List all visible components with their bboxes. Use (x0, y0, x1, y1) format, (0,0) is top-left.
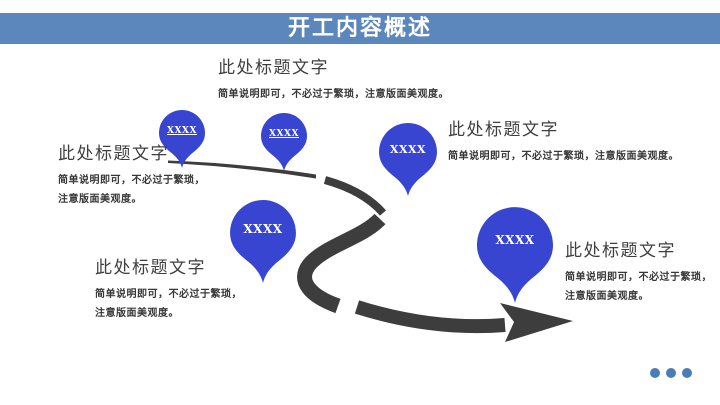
description-line: 简单说明即可，不必过于繁琐， (58, 175, 205, 186)
description-line: 简单说明即可，不必过于繁琐，注意版面美观度。 (448, 151, 679, 162)
description-line: 注意版面美观度。 (565, 291, 649, 302)
map-pin-icon (230, 200, 296, 283)
description-line: 注意版面美观度。 (58, 194, 142, 205)
map-pin-icon (159, 110, 205, 168)
description-line: 简单说明即可，不必过于繁琐， (95, 289, 242, 300)
dot-icon (682, 368, 692, 378)
pin-label: XXXX (495, 232, 535, 247)
pin-label: XXXX (389, 142, 427, 156)
text-block-left: 此处标题文字 简单说明即可，不必过于繁琐， 注意版面美观度。 (58, 144, 205, 209)
dot-icon (666, 368, 676, 378)
text-block-bottom-left: 此处标题文字 简单说明即可，不必过于繁琐， 注意版面美观度。 (95, 258, 242, 323)
map-pin-3: XXXX (379, 123, 437, 196)
block-title: 此处标题文字 (448, 120, 559, 140)
map-pin-1: XXXX (159, 110, 205, 168)
block-description: 简单说明即可，不必过于繁琐， 注意版面美观度。 (58, 171, 205, 209)
dot-icon (650, 368, 660, 378)
text-block-top: 此处标题文字 简单说明即可，不必过于繁琐，注意版面美观度。 (218, 58, 449, 104)
block-title: 此处标题文字 (95, 258, 206, 278)
footer-dots (650, 368, 692, 378)
block-description: 简单说明即可，不必过于繁琐，注意版面美观度。 (448, 147, 679, 166)
map-pin-2: XXXX (261, 113, 307, 171)
pin-label: XXXX (167, 125, 197, 136)
block-description: 简单说明即可，不必过于繁琐， 注意版面美观度。 (565, 268, 712, 306)
block-title: 此处标题文字 (58, 144, 169, 164)
description-line: 简单说明即可，不必过于繁琐，注意版面美观度。 (218, 89, 449, 100)
map-pin-icon (379, 123, 437, 196)
block-title: 此处标题文字 (565, 241, 676, 261)
pin-label: XXXX (243, 222, 283, 237)
description-line: 简单说明即可，不必过于繁琐， (565, 272, 712, 283)
block-title: 此处标题文字 (218, 58, 329, 78)
block-description: 简单说明即可，不必过于繁琐， 注意版面美观度。 (95, 285, 242, 323)
pin-label: XXXX (269, 128, 299, 139)
block-description: 简单说明即可，不必过于繁琐，注意版面美观度。 (218, 85, 449, 104)
text-block-right: 此处标题文字 简单说明即可，不必过于繁琐，注意版面美观度。 (448, 120, 679, 166)
map-pin-5: XXXX (477, 207, 553, 303)
map-pin-icon (477, 207, 553, 303)
map-pin-4: XXXX (230, 200, 296, 283)
description-line: 注意版面美观度。 (95, 308, 179, 319)
slide-title: 开工内容概述 (287, 15, 432, 41)
map-pin-icon (261, 113, 307, 171)
text-block-bottom-right: 此处标题文字 简单说明即可，不必过于繁琐， 注意版面美观度。 (565, 241, 712, 306)
slide-title-bar: 开工内容概述 (0, 13, 720, 44)
